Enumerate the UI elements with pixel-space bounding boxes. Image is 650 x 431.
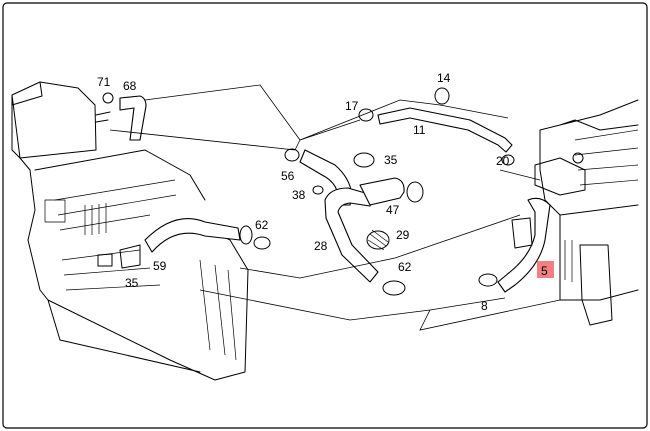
callout-35-upper[interactable]: 35 xyxy=(384,153,398,167)
radiator-assembly xyxy=(11,81,271,381)
highlight-marker xyxy=(537,261,554,278)
callout-28[interactable]: 28 xyxy=(314,239,328,253)
callout-35-lower[interactable]: 35 xyxy=(125,276,139,290)
callout-17[interactable]: 17 xyxy=(345,99,359,113)
leader-lines xyxy=(109,84,561,331)
callout-14[interactable]: 14 xyxy=(437,71,451,85)
callout-68[interactable]: 68 xyxy=(123,79,137,93)
callout-56[interactable]: 56 xyxy=(281,169,295,183)
engine-block xyxy=(478,99,639,326)
callout-labels: 71 68 14 17 11 20 35 56 38 47 29 28 62 6… xyxy=(97,71,548,313)
callout-62-center[interactable]: 62 xyxy=(398,260,412,274)
callout-38[interactable]: 38 xyxy=(292,188,306,202)
callout-62-left[interactable]: 62 xyxy=(255,218,269,232)
callout-5[interactable]: 5 xyxy=(541,264,548,278)
callout-29[interactable]: 29 xyxy=(396,228,410,242)
pipe-11 xyxy=(358,87,515,166)
center-hose-assembly xyxy=(284,148,424,296)
callout-47[interactable]: 47 xyxy=(386,203,400,217)
callout-59[interactable]: 59 xyxy=(153,259,167,273)
callout-8[interactable]: 8 xyxy=(481,299,488,313)
callout-11[interactable]: 11 xyxy=(413,123,426,137)
callout-71[interactable]: 71 xyxy=(97,75,111,89)
callout-20[interactable]: 20 xyxy=(496,154,510,168)
